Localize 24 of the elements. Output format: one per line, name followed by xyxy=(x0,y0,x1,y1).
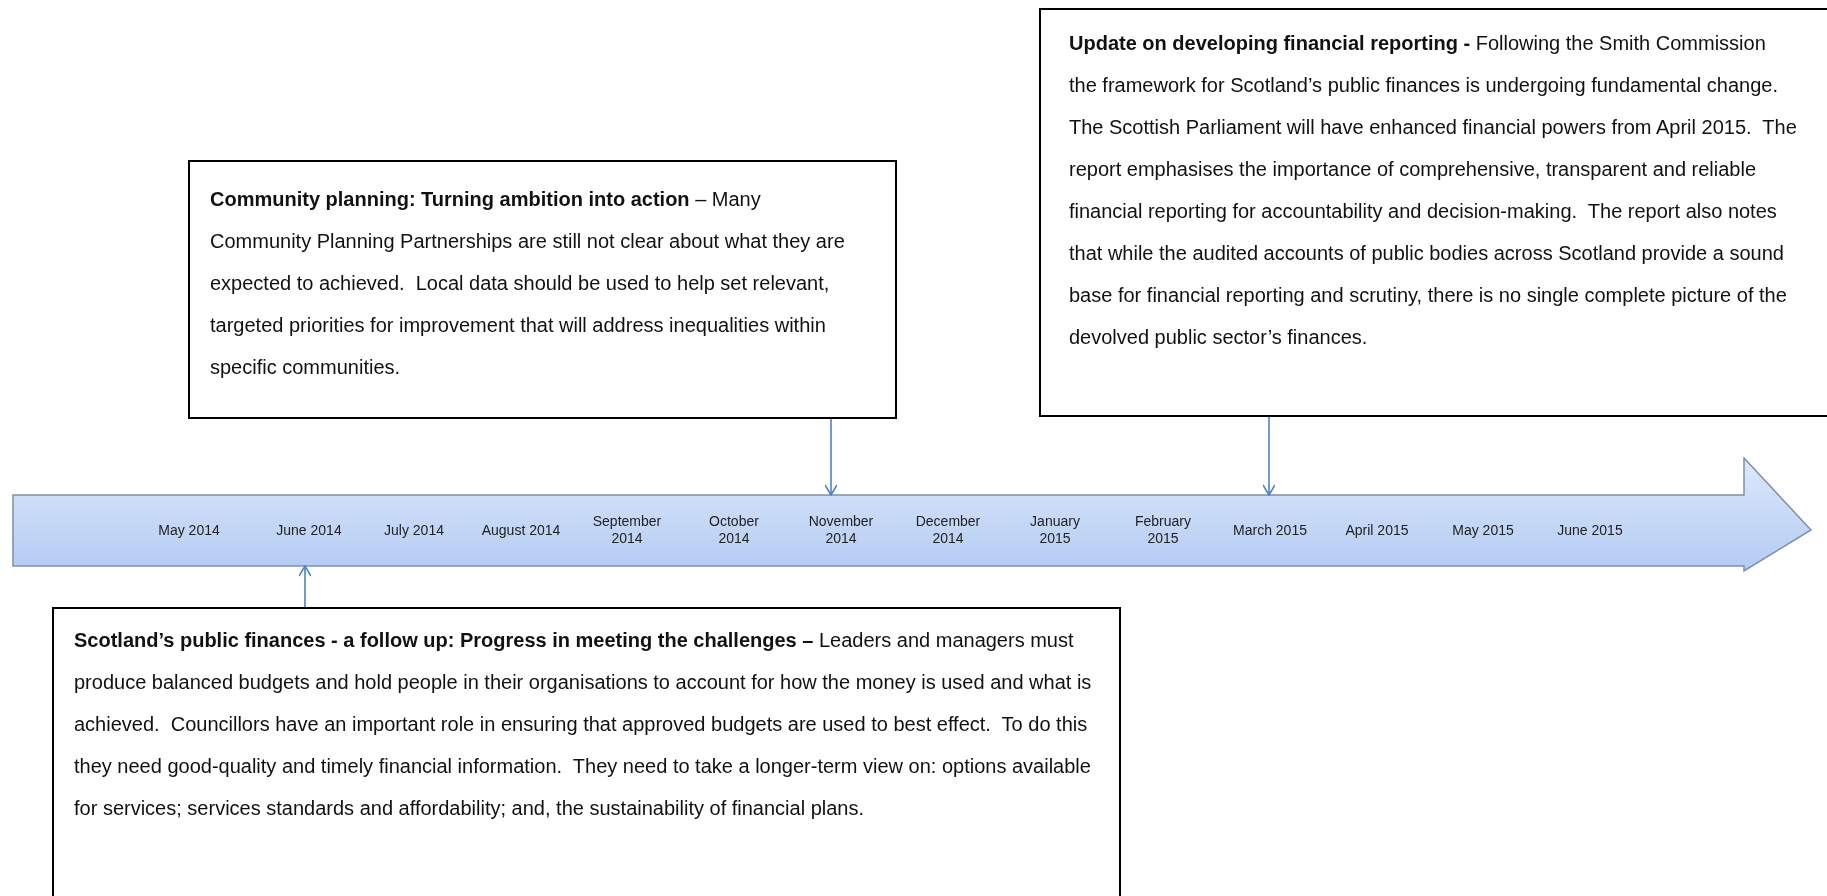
month-label: May 2014 xyxy=(158,521,220,539)
arrow xyxy=(1262,416,1276,496)
description-text: Update on developing financial reporting - Following the Smith Commission the framework for Scotland’s public finances is undergoing fundamental change. The Scottish Parliament will have enhanced financial powers from April 2015. The report emphasises the importance of comprehensive, transparent and reliable financial reporting for accountability and decision-making. The report also notes that while the audited accounts of public bodies across Scotland provide a sound base for financial reporting and scrutiny, there is no single complete picture of the devolved public sector’s finances. xyxy=(1069,31,1798,350)
callout-box xyxy=(1039,8,1827,417)
month-label: August 2014 xyxy=(481,521,561,539)
arrow xyxy=(298,565,312,608)
month-label: November 2014 xyxy=(807,513,875,547)
month-label: March 2015 xyxy=(1233,521,1307,539)
month-label: October 2014 xyxy=(708,513,760,547)
description-text: Community planning: Turning ambition into action – Many Community Planning Partnerships are still not clear about what they are expected to achieved. Local data should be used to help set relevant, targeted priorities for improvement that will address inequalities within specific communities. xyxy=(210,187,846,380)
description-text: Scotland’s public finances - a follow up: Progress in meeting the challenges – Leaders and managers must produce balanced budgets and hold people in their organisations to account for how the money is used and what is achieved. Councillors have an important role in ensuring that approved budgets are used to best effect. To do this they need good-quality and timely financial information. They need to take a longer-term view on: options available for services; services standards and affordability; and, the sustainability of financial plans. xyxy=(74,628,1093,821)
month-label: December 2014 xyxy=(914,513,982,547)
timeline-band xyxy=(12,457,1812,573)
month-label: April 2015 xyxy=(1345,521,1409,539)
month-label: June 2015 xyxy=(1557,521,1623,539)
callout-box xyxy=(52,607,1121,896)
month-label: May 2015 xyxy=(1452,521,1514,539)
month-label: July 2014 xyxy=(384,521,444,539)
month-label: February 2015 xyxy=(1134,513,1192,547)
month-label: June 2014 xyxy=(276,521,342,539)
callout-box xyxy=(188,160,897,419)
month-label: September 2014 xyxy=(591,513,663,547)
arrow xyxy=(824,418,838,496)
month-label: January 2015 xyxy=(1029,513,1081,547)
